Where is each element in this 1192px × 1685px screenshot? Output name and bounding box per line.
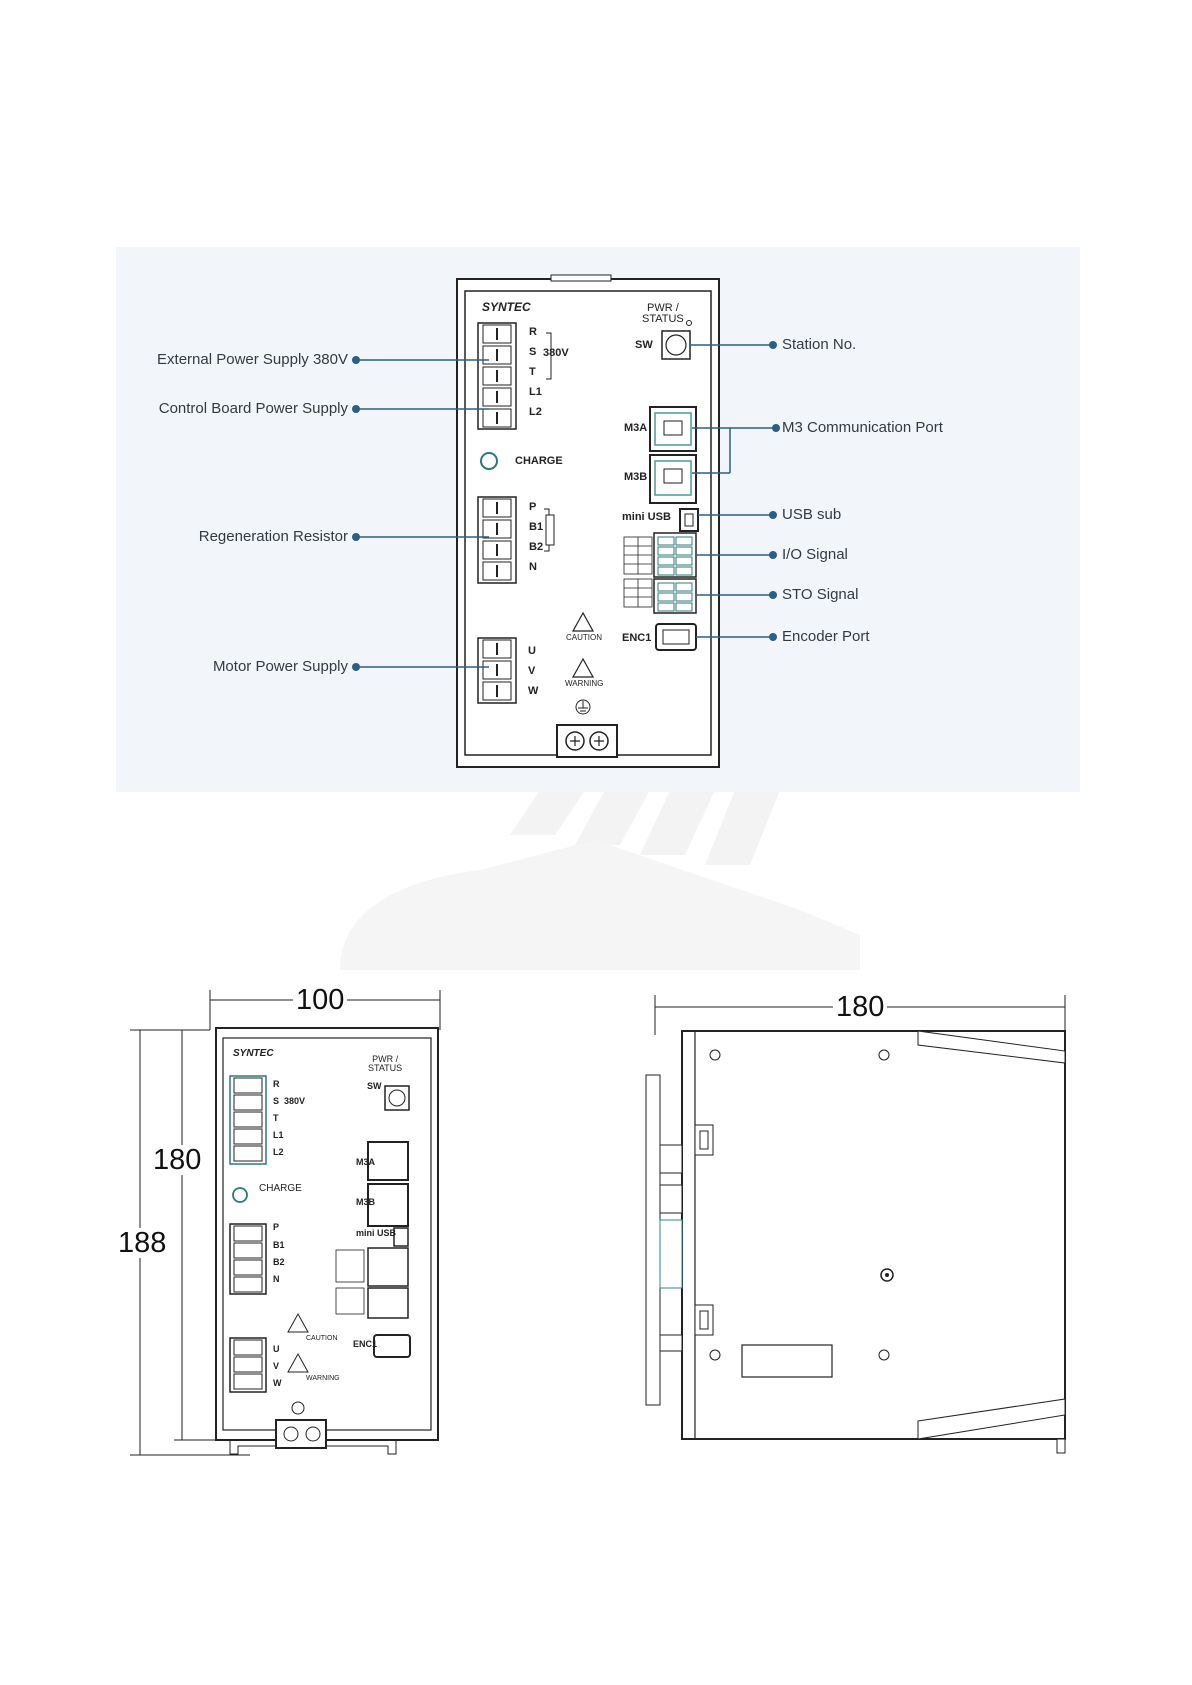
side-view-dimensions-drawing: [645, 995, 1066, 1454]
callout-station-no: Station No.: [782, 336, 857, 353]
terminal-t-label: T: [529, 366, 536, 378]
charge-label: CHARGE: [515, 455, 563, 467]
terminal-l2-label: L2: [529, 406, 542, 418]
front-m3a-label: M3A: [356, 1157, 376, 1167]
front-voltage-label: 380V: [284, 1096, 306, 1106]
front-usb-label: mini USB: [356, 1228, 397, 1238]
dimension-front-height-outer: 188: [115, 1228, 170, 1258]
front-warning-label: WARNING: [306, 1375, 340, 1382]
front-caution-label: CAUTION: [306, 1335, 338, 1342]
sw-label: SW: [635, 339, 653, 351]
brand-logo: SYNTEC: [482, 300, 531, 314]
terminal-w-label: W: [528, 685, 539, 697]
front-charge-label: CHARGE: [259, 1183, 302, 1194]
port-m3a-label: M3A: [624, 422, 648, 434]
front-pwr-status-label: PWR /STATUS: [368, 1054, 403, 1073]
terminal-n-label: N: [529, 561, 537, 573]
callout-control-board-power: Control Board Power Supply: [158, 400, 348, 417]
watermark-shape: [340, 790, 860, 970]
callout-usb-sub: USB sub: [782, 506, 842, 523]
callout-encoder-port: Encoder Port: [782, 628, 870, 645]
device-front-panel-diagram: SYNTEC PWR /STATUS SW R S T L1 L2 380V C…: [116, 247, 1080, 792]
voltage-label: 380V: [543, 347, 569, 359]
pwr-status-label: PWR /STATUS: [642, 302, 684, 325]
front-r-label: R: [273, 1079, 280, 1089]
caution-label: CAUTION: [566, 633, 602, 642]
port-enc-label: ENC1: [622, 632, 652, 644]
port-m3b-label: M3B: [624, 471, 648, 483]
callout-io-signal: I/O Signal: [782, 546, 848, 563]
callout-sto-signal: STO Signal: [782, 586, 859, 603]
front-b2-label: B2: [273, 1257, 285, 1267]
front-enc-label: ENC1: [353, 1339, 378, 1349]
warning-label: WARNING: [565, 679, 604, 688]
front-t-label: T: [273, 1113, 279, 1123]
callout-motor-power: Motor Power Supply: [212, 658, 348, 675]
front-p-label: P: [273, 1222, 280, 1232]
front-sw-label: SW: [367, 1081, 382, 1091]
front-n-label: N: [273, 1274, 280, 1284]
terminal-v-label: V: [528, 665, 536, 677]
front-brand-logo: SYNTEC: [233, 1048, 274, 1059]
dimension-front-width: 100: [293, 985, 348, 1015]
terminal-r-label: R: [529, 326, 537, 338]
front-l1-label: L1: [273, 1130, 284, 1140]
callout-external-power: External Power Supply 380V: [157, 351, 348, 368]
front-w-label: W: [273, 1378, 282, 1388]
front-u-label: U: [273, 1344, 280, 1354]
terminal-b2-label: B2: [529, 541, 544, 553]
front-b1-label: B1: [273, 1240, 285, 1250]
dimension-front-height-inner: 180: [150, 1145, 205, 1175]
front-m3b-label: M3B: [356, 1197, 376, 1207]
callout-regeneration-resistor: Regeneration Resistor: [198, 528, 348, 545]
callout-m3-port: M3 Communication Port: [782, 419, 943, 436]
terminal-p-label: P: [529, 501, 537, 513]
terminal-l1-label: L1: [529, 386, 542, 398]
terminal-s-label: S: [529, 346, 537, 358]
terminal-u-label: U: [528, 645, 536, 657]
port-usb-label: mini USB: [622, 511, 671, 523]
dimension-side-depth: 180: [833, 992, 888, 1022]
device-front-drawing: [352, 274, 780, 768]
front-v-label: V: [273, 1361, 280, 1371]
front-l2-label: L2: [273, 1147, 284, 1157]
terminal-b1-label: B1: [529, 521, 544, 533]
front-s-label: S: [273, 1096, 280, 1106]
